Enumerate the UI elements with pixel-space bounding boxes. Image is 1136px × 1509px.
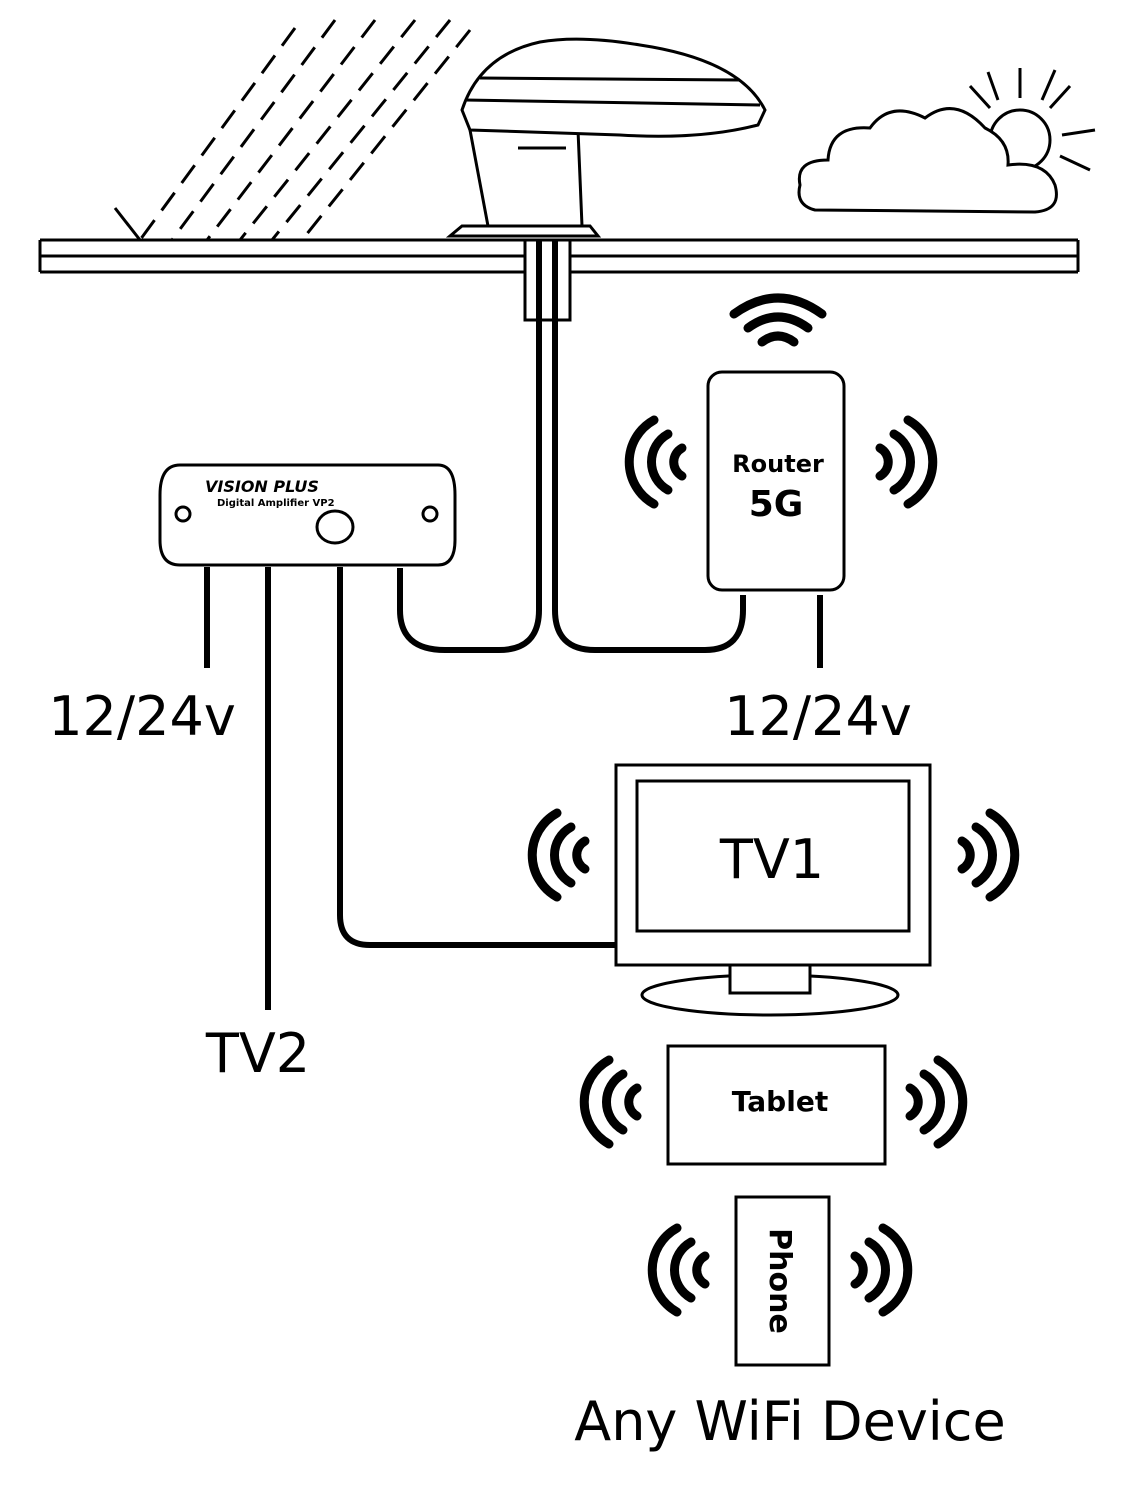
tv1 [614, 763, 932, 1017]
phone: Phone [734, 1195, 831, 1367]
wifi-wave-icon [910, 1060, 963, 1144]
cables [204, 240, 823, 1010]
router-power-label: 12/24v [724, 685, 912, 748]
amplifier-brand: VISION PLUS [205, 477, 319, 496]
wifi-wave-icon [584, 1060, 637, 1144]
screw-icon [174, 505, 192, 523]
screw-icon [421, 505, 439, 523]
amplifier-model: Digital Amplifier VP2 [217, 498, 335, 509]
cable-gland [523, 238, 572, 322]
tablet-label: Tablet [732, 1085, 828, 1118]
wifi-wave-icon [629, 420, 682, 504]
amp-power-label: 12/24v [48, 685, 236, 748]
tv2-label: TV2 [205, 1022, 310, 1085]
rain-icon [113, 19, 472, 241]
wifi-wave-icon [880, 420, 933, 504]
antenna-dome [445, 37, 767, 238]
amplifier-knob [315, 509, 355, 545]
cloud-icon [797, 107, 1058, 214]
wifi-wave-icon [962, 813, 1015, 897]
amplifier-box: VISION PLUS Digital Amplifier VP2 [158, 463, 457, 567]
wifi-signal-icon [729, 293, 827, 347]
wifi-wave-icon [855, 1228, 908, 1312]
tablet: Tablet [666, 1044, 887, 1166]
phone-label: Phone [762, 1228, 797, 1334]
wifi-wave-icon [532, 813, 585, 897]
router: Router 5G [706, 370, 846, 592]
router-5g-label: 5G [749, 484, 804, 525]
wifi-wave-icon [652, 1228, 705, 1312]
tv1-label: TV1 [719, 828, 824, 891]
router-label: Router [732, 450, 824, 478]
wifi-device-caption: Any WiFi Device [574, 1390, 1005, 1453]
